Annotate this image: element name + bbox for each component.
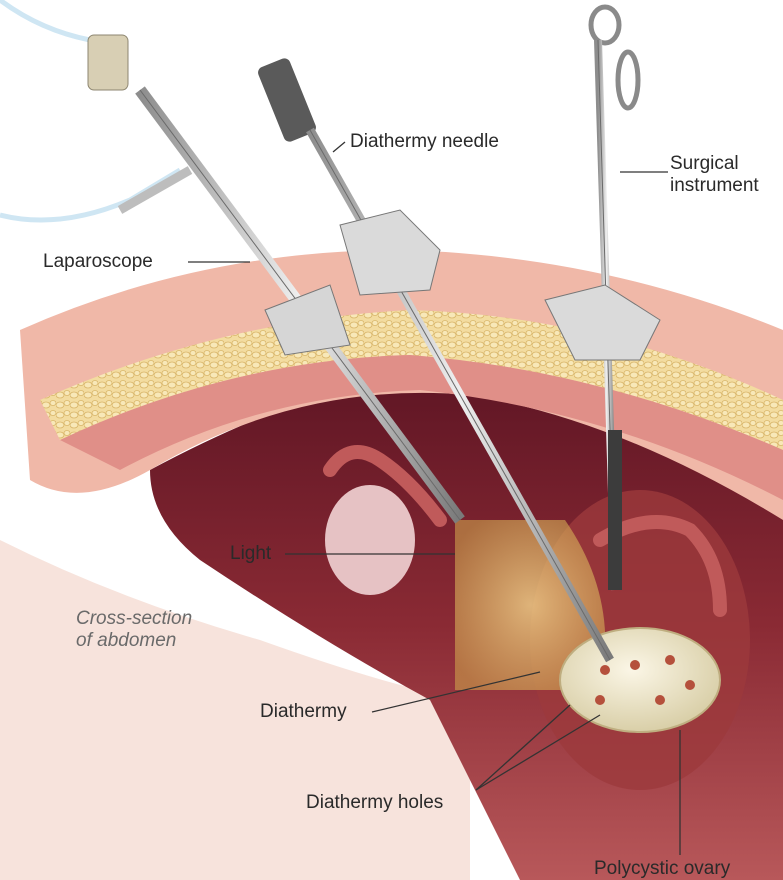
- left-ovary: [325, 485, 415, 595]
- polycystic-ovary-label: Polycystic ovary: [594, 858, 730, 880]
- grasper-tip: [608, 430, 622, 590]
- diathermy-holes-label: Diathermy holes: [306, 792, 443, 814]
- surgical-instrument-label-line2: instrument: [670, 175, 759, 197]
- diathermy-label: Diathermy: [260, 701, 347, 723]
- polycystic-ovary-shape: [560, 628, 720, 732]
- surgical-instrument-label-line1: Surgical: [670, 153, 739, 175]
- cross-section-label-line1: Cross-section: [76, 608, 192, 630]
- cross-section-label-line2: of abdomen: [76, 630, 176, 652]
- laparoscope-label: Laparoscope: [43, 251, 153, 273]
- laparoscope-head: [88, 35, 128, 90]
- diathermy-needle-handle: [256, 57, 317, 144]
- laparoscope-cable: [0, 0, 90, 40]
- laparoscope-side-port: [120, 170, 190, 210]
- diathermy-needle-label: Diathermy needle: [350, 131, 499, 153]
- light-label: Light: [230, 543, 271, 565]
